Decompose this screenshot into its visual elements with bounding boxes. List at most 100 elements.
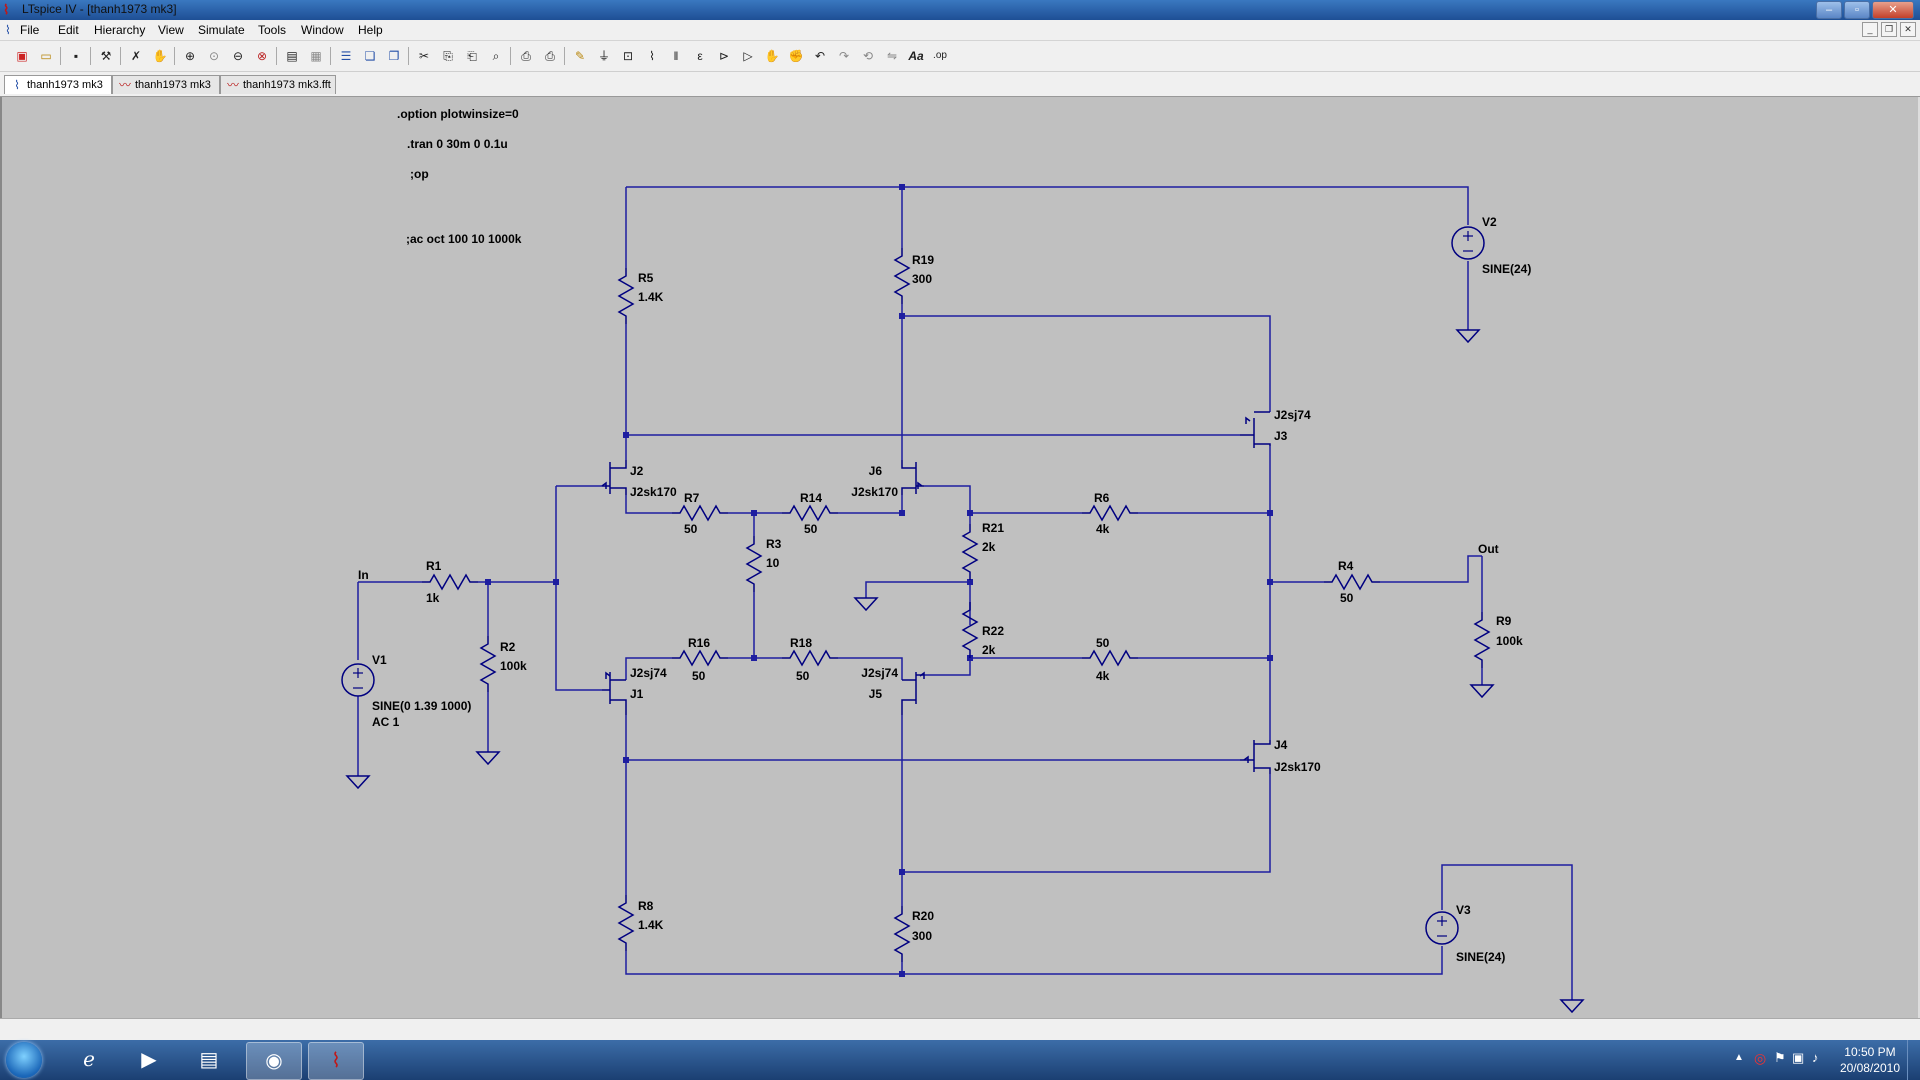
resistor-r7[interactable] — [671, 505, 729, 521]
menu-help[interactable]: Help — [358, 23, 383, 37]
drag-icon[interactable]: ✊ — [788, 49, 804, 63]
ltspice-taskbar-icon[interactable]: ⌇ — [308, 1042, 364, 1080]
spice-directive-icon[interactable]: .op — [933, 50, 947, 61]
jfet-j4[interactable] — [1240, 740, 1271, 774]
resistor-r19[interactable] — [894, 247, 910, 305]
camera-app-icon[interactable]: ◉ — [246, 1042, 302, 1080]
resistor-r21[interactable] — [962, 523, 978, 581]
close-button[interactable]: ✕ — [1872, 1, 1914, 19]
resistor-r22[interactable] — [962, 601, 978, 659]
new-schematic-icon[interactable]: ▣ — [16, 49, 28, 63]
jfet-j5[interactable] — [901, 671, 925, 715]
halt-icon[interactable]: ✋ — [152, 49, 168, 63]
directive-tran[interactable]: .tran 0 30m 0 0.1u — [407, 137, 508, 151]
print-icon[interactable]: ⎙ — [545, 49, 555, 63]
clock[interactable]: 10:50 PM 20/08/2010 — [1840, 1044, 1900, 1076]
internet-explorer-icon[interactable]: ℯ — [83, 1049, 95, 1071]
tile-vertical-icon[interactable]: ❐ — [388, 49, 400, 63]
menu-window[interactable]: Window — [301, 23, 344, 37]
resistor-r18[interactable] — [781, 650, 839, 666]
cascade-icon[interactable]: ❏ — [364, 49, 376, 63]
tab-fft[interactable]: 〰 thanh1973 mk3.fft — [220, 75, 336, 94]
inductor-icon[interactable]: ε — [697, 49, 703, 63]
capacitor-icon[interactable]: ‖ — [673, 49, 679, 63]
pan-icon[interactable]: ⊙ — [208, 49, 220, 63]
mdi-close-button[interactable]: ✕ — [1900, 22, 1916, 37]
action-center-flag-icon[interactable]: ⚑ — [1774, 1050, 1786, 1065]
resistor-icon[interactable]: ⌇ — [649, 49, 655, 63]
voltage-source-v2[interactable] — [1451, 226, 1485, 260]
voltage-source-v3[interactable] — [1425, 911, 1459, 945]
resistor-r3[interactable] — [746, 535, 762, 593]
autorange-icon[interactable]: ▤ — [286, 49, 298, 63]
resistor-r9[interactable] — [1474, 611, 1490, 669]
redo-icon[interactable]: ↷ — [838, 49, 850, 63]
cut-icon[interactable]: ✂ — [418, 49, 430, 63]
resistor-r20[interactable] — [894, 905, 910, 963]
schematic-drawing[interactable]: .option plotwinsize=0 .tran 0 30m 0 0.1u… — [2, 97, 1918, 1018]
mdi-restore-button[interactable]: ❐ — [1881, 22, 1897, 37]
tab-schematic[interactable]: ⌇ thanh1973 mk3 — [4, 75, 112, 94]
label-net-icon[interactable]: ⊡ — [622, 49, 634, 63]
menu-tools[interactable]: Tools — [258, 23, 287, 37]
print-setup-icon[interactable]: ⎙ — [521, 49, 531, 63]
resistor-r8[interactable] — [618, 894, 634, 952]
save-icon[interactable]: ▪ — [73, 49, 79, 63]
zoom-in-icon[interactable]: ⊕ — [184, 49, 196, 63]
text-icon[interactable]: Aa — [908, 49, 924, 63]
tab-waveform[interactable]: 〰 thanh1973 mk3 — [112, 75, 220, 94]
menu-edit[interactable]: Edit — [58, 23, 79, 37]
paste-icon[interactable]: ⎗ — [467, 49, 477, 63]
jfet-j3[interactable] — [1240, 411, 1271, 448]
media-player-icon[interactable]: ▶ — [141, 1049, 157, 1071]
explorer-folder-icon[interactable]: ▤ — [199, 1049, 219, 1071]
component-icon[interactable]: ▷ — [743, 49, 753, 63]
resistor-r4[interactable] — [1323, 574, 1381, 590]
menu-simulate[interactable]: Simulate — [198, 23, 245, 37]
move-icon[interactable]: ✋ — [764, 49, 780, 63]
diode-icon[interactable]: ⊳ — [718, 49, 730, 63]
tile-horizontal-icon[interactable]: ☰ — [340, 49, 352, 63]
open-folder-icon[interactable]: ▭ — [40, 49, 52, 63]
resistor-r16[interactable] — [671, 650, 729, 666]
find-icon[interactable]: ⌕ — [492, 49, 500, 63]
mdi-minimize-button[interactable]: _ — [1862, 22, 1878, 37]
maximize-button[interactable]: ▫ — [1844, 1, 1870, 19]
schematic-canvas[interactable]: .option plotwinsize=0 .tran 0 30m 0 0.1u… — [0, 97, 1920, 1018]
control-panel-icon[interactable]: ⚒ — [100, 49, 112, 63]
resistor-r14[interactable] — [781, 505, 839, 521]
resistor-r1[interactable] — [421, 574, 479, 590]
resistor-r5[interactable] — [618, 267, 634, 325]
draw-wire-icon[interactable]: ✎ — [574, 49, 586, 63]
show-hidden-icons-icon[interactable]: ▲ — [1734, 1052, 1744, 1063]
antivirus-icon[interactable]: ◎ — [1754, 1050, 1767, 1066]
undo-icon[interactable]: ↶ — [814, 49, 826, 63]
volume-icon[interactable]: ♪ — [1812, 1050, 1819, 1065]
show-desktop-button[interactable] — [1907, 1040, 1920, 1080]
jfet-j1[interactable] — [602, 671, 627, 715]
resistor-r6b[interactable] — [1081, 650, 1139, 666]
jfet-j6[interactable] — [901, 460, 924, 495]
directive-plotwinsize[interactable]: .option plotwinsize=0 — [397, 107, 519, 121]
directive-ac[interactable]: ;ac oct 100 10 1000k — [406, 232, 522, 246]
run-icon[interactable]: ✗ — [130, 49, 142, 63]
document-icon[interactable]: ⌇ — [5, 23, 11, 37]
resistor-r6[interactable] — [1081, 505, 1139, 521]
zoom-fit-icon[interactable]: ⊗ — [256, 49, 268, 63]
voltage-source-v1[interactable] — [341, 663, 375, 697]
mirror-icon[interactable]: ⇋ — [886, 49, 898, 63]
directive-op[interactable]: ;op — [410, 167, 429, 181]
menu-file[interactable]: File — [20, 23, 40, 37]
network-icon[interactable]: ▣ — [1792, 1050, 1805, 1065]
zoom-out-icon[interactable]: ⊖ — [232, 49, 244, 63]
grid-icon[interactable]: ▦ — [310, 49, 322, 63]
minimize-button[interactable]: – — [1816, 1, 1842, 19]
start-button[interactable] — [6, 1042, 42, 1078]
menu-hierarchy[interactable]: Hierarchy — [94, 23, 146, 37]
resistor-r2[interactable] — [480, 635, 496, 693]
jfet-j2[interactable] — [601, 460, 627, 495]
ground-icon[interactable]: ⏚ — [597, 49, 610, 63]
copy-icon[interactable]: ⎘ — [443, 49, 453, 63]
rotate-icon[interactable]: ⟲ — [862, 49, 874, 63]
menu-view[interactable]: View — [158, 23, 184, 37]
